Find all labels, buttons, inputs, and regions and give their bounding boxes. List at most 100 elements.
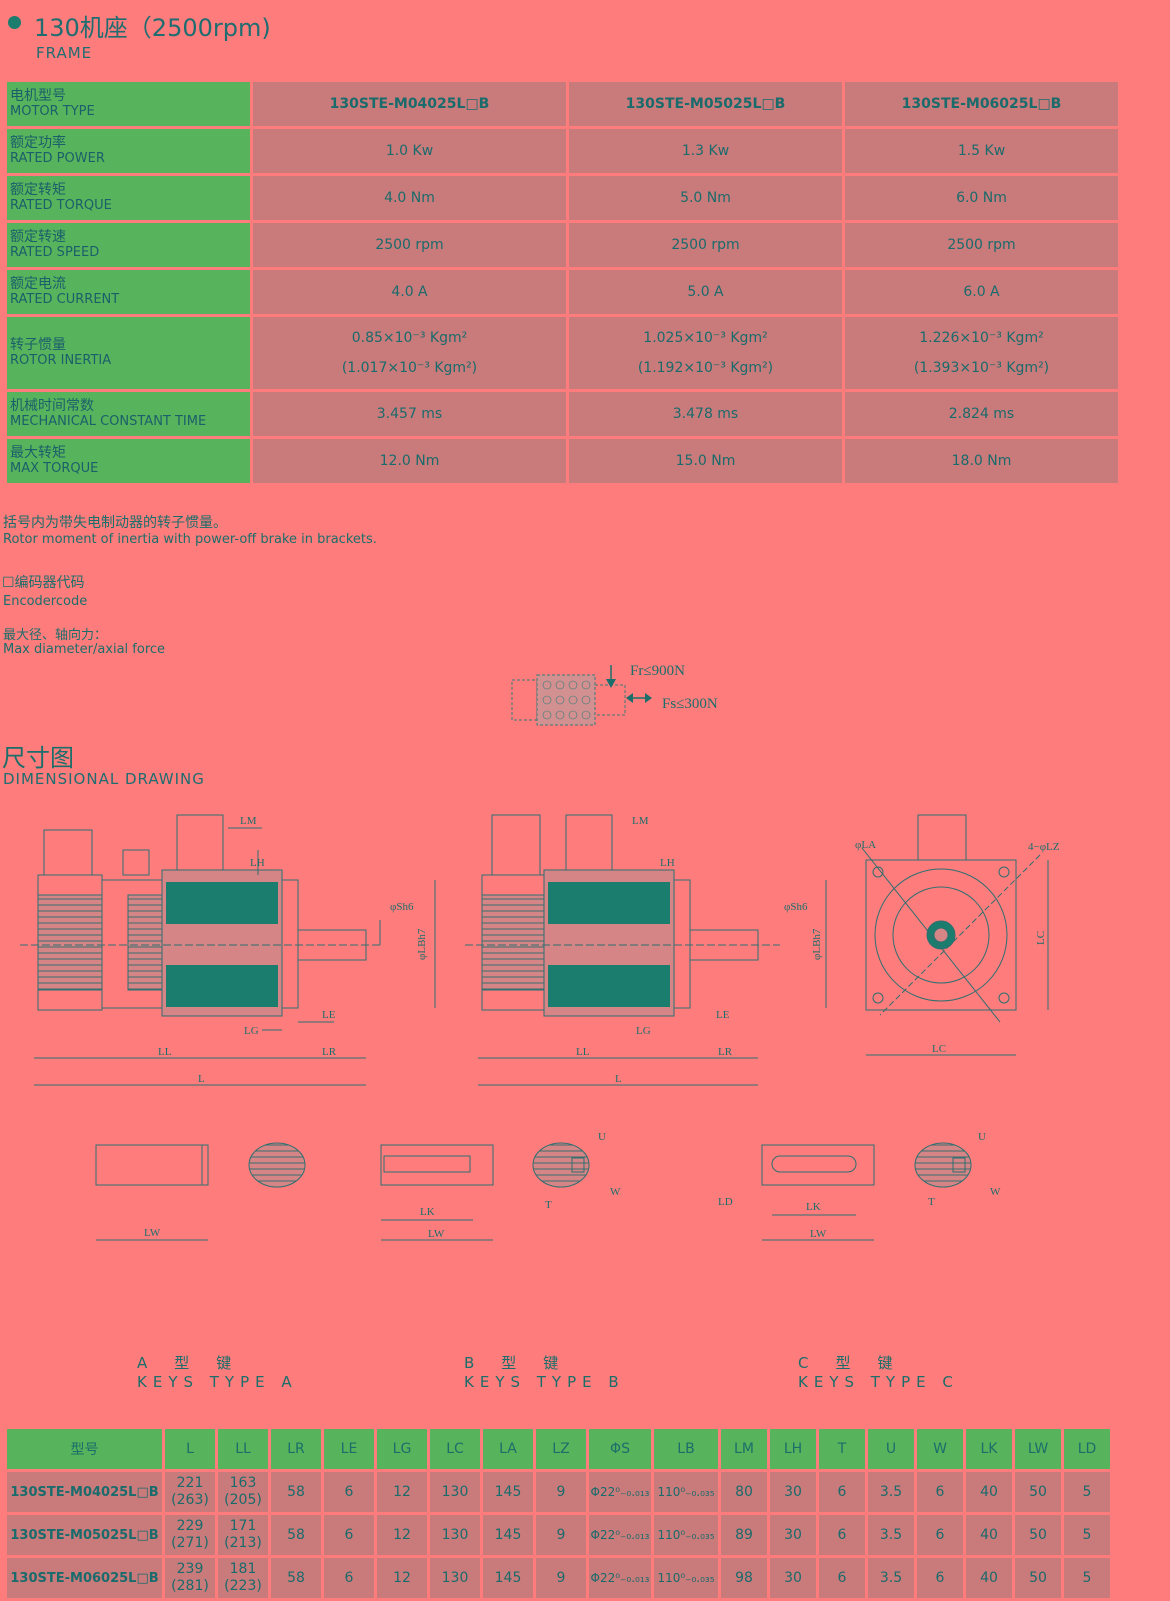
spec-value: 0.85×10⁻³ Kgm²(1.017×10⁻³ Kgm²) — [253, 317, 566, 389]
spec-label-zh: 机械时间常数 — [10, 398, 94, 414]
spec-value-text: 130STE-M04025L□B — [329, 96, 490, 112]
label-l-2: L — [615, 1073, 622, 1085]
spec-value-brake-text: (1.192×10⁻³ Kgm²) — [637, 360, 774, 376]
dim-cell-line: (271) — [171, 1535, 209, 1551]
dim-cell: 12 — [377, 1472, 427, 1512]
dim-cell: 145 — [483, 1472, 533, 1512]
spec-label-zh: 额定转矩 — [10, 182, 66, 198]
dim-cell: 110⁰₋₀.₀₃₅ — [654, 1515, 718, 1555]
dim-header-cell: T — [819, 1429, 865, 1469]
label-lm-1: LM — [240, 815, 257, 827]
label-lr-2: LR — [718, 1046, 733, 1058]
dim-header-cell: U — [868, 1429, 914, 1469]
label-la: φLA — [855, 839, 876, 851]
spec-value-text: 1.226×10⁻³ Kgm² — [919, 330, 1044, 346]
label-sh6-1: φSh6 — [390, 901, 414, 913]
dim-cell: 3.5 — [868, 1515, 914, 1555]
dim-cell-l: 239(281) — [165, 1558, 215, 1598]
label-u-b: U — [598, 1131, 606, 1143]
spec-value-text: 1.0 Kw — [385, 143, 434, 159]
dim-header-cell: LL — [218, 1429, 268, 1469]
key-b-en: KEYS TYPE B — [464, 1373, 625, 1391]
dim-cell: 3.5 — [868, 1558, 914, 1598]
dim-cell: 110⁰₋₀.₀₃₅ — [654, 1472, 718, 1512]
label-t-b: T — [545, 1199, 552, 1211]
spec-value: 1.5 Kw — [845, 129, 1118, 173]
label-le-2: LE — [716, 1009, 730, 1021]
dim-cell: 50 — [1015, 1515, 1061, 1555]
spec-value: 4.0 Nm — [253, 176, 566, 220]
dim-cell: 6 — [917, 1515, 963, 1555]
key-b-zh: B 型 键 — [464, 1354, 565, 1372]
page-title: 130机座（2500rpm) — [34, 14, 271, 42]
spec-value-text: 3.457 ms — [376, 406, 443, 422]
encoder-note-zh: ☐编码器代码 — [2, 575, 85, 591]
label-ll-1: LL — [158, 1046, 172, 1058]
drawing-title-en: DIMENSIONAL DRAWING — [3, 770, 205, 788]
fs-label: Fs≤300N — [662, 696, 718, 712]
shaft-body — [536, 674, 596, 726]
dim-header-cell: LR — [271, 1429, 321, 1469]
motor-side-view-2: LM LH φSh6 φLBh7 LG LE LL LR L — [465, 814, 827, 1086]
dim-cell-line: 163 — [229, 1475, 257, 1491]
label-lw-a: LW — [144, 1227, 161, 1239]
shaft-end-outline — [511, 679, 538, 721]
dim-header-cell: LW — [1015, 1429, 1061, 1469]
spec-value-text: 6.0 A — [963, 284, 1000, 300]
dim-cell: 6 — [324, 1515, 374, 1555]
spec-value: 6.0 Nm — [845, 176, 1118, 220]
dim-header-cell: LC — [430, 1429, 480, 1469]
dim-cell: 30 — [770, 1515, 816, 1555]
spec-value: 12.0 Nm — [253, 439, 566, 483]
dim-cell: 89 — [721, 1515, 767, 1555]
dim-cell-line: (205) — [224, 1492, 262, 1508]
dim-cell-line: 171 — [229, 1518, 257, 1534]
dim-cell: 12 — [377, 1515, 427, 1555]
dim-cell: 50 — [1015, 1558, 1061, 1598]
spec-value-text: 12.0 Nm — [379, 453, 440, 469]
encoder-note-en: Encodercode — [3, 594, 88, 609]
spec-value-text: 2500 rpm — [671, 237, 740, 253]
dim-cell-ll: 171(213) — [218, 1515, 268, 1555]
label-lh-1: LH — [250, 857, 265, 869]
dim-cell-l: 221(263) — [165, 1472, 215, 1512]
spec-value-text: 2500 rpm — [947, 237, 1016, 253]
spec-value: 3.457 ms — [253, 392, 566, 436]
spec-value: 2500 rpm — [845, 223, 1118, 267]
key-a-zh: A 型 键 — [137, 1354, 238, 1372]
dim-cell-line: (281) — [171, 1578, 209, 1594]
key-c-en: KEYS TYPE C — [798, 1373, 959, 1391]
dim-cell: 145 — [483, 1558, 533, 1598]
spec-value-text: 130STE-M05025L□B — [625, 96, 786, 112]
label-w-c: W — [990, 1186, 1001, 1198]
dim-header-cell: LA — [483, 1429, 533, 1469]
dim-cell: Φ22⁰₋₀.₀₁₃ — [589, 1472, 651, 1512]
label-lc-h: LC — [932, 1043, 946, 1055]
dim-cell: 50 — [1015, 1472, 1061, 1512]
spec-value: 5.0 A — [569, 270, 842, 314]
spec-value-text: 5.0 Nm — [680, 190, 731, 206]
brake-note-zh: 括号内为带失电制动器的转子惯量。 — [3, 515, 227, 531]
dim-cell: Φ22⁰₋₀.₀₁₃ — [589, 1558, 651, 1598]
spec-label-zh: 额定功率 — [10, 135, 66, 151]
dim-cell-line: 181 — [229, 1561, 257, 1577]
fr-label: Fr≤900N — [630, 665, 685, 679]
label-l-1: L — [198, 1073, 205, 1085]
dim-cell: 130 — [430, 1558, 480, 1598]
spec-value-text: 6.0 Nm — [956, 190, 1007, 206]
dim-cell: 145 — [483, 1515, 533, 1555]
dim-cell: Φ22⁰₋₀.₀₁₃ — [589, 1515, 651, 1555]
dim-cell-line: 229 — [176, 1518, 204, 1534]
dim-cell: 58 — [271, 1558, 321, 1598]
spec-value-text: 1.025×10⁻³ Kgm² — [643, 330, 768, 346]
spec-value-text: 3.478 ms — [672, 406, 739, 422]
dim-cell: 130 — [430, 1515, 480, 1555]
dim-cell: 58 — [271, 1515, 321, 1555]
